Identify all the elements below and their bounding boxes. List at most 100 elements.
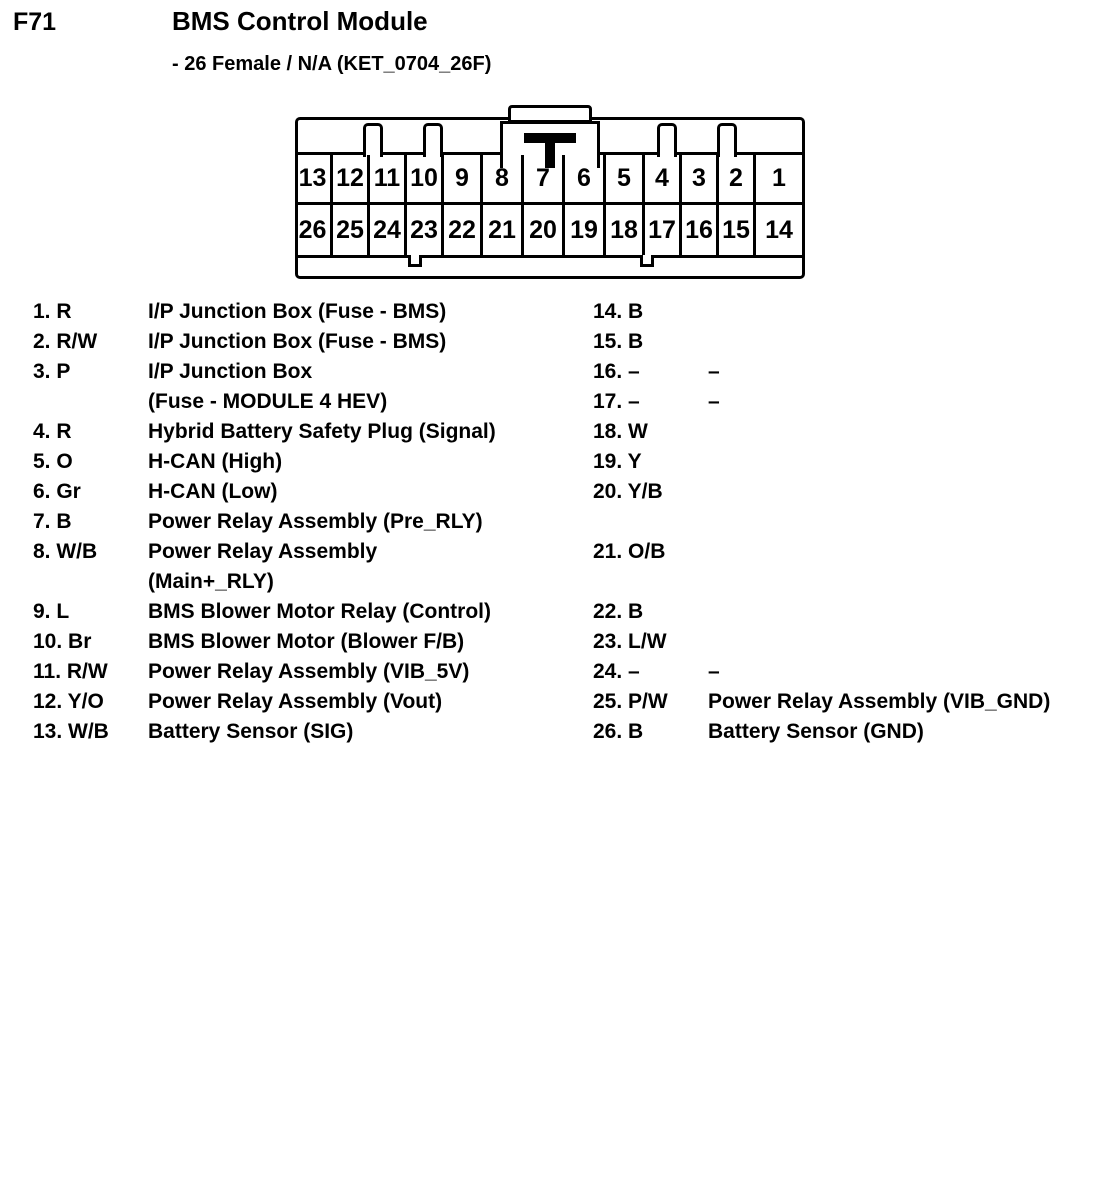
connector-pin-cell: 15: [722, 215, 750, 244]
connector-pin-grid: 13 26 12 25 11 24 10 23 9 22 8 21 7 20 6: [295, 155, 805, 255]
pin-description: H-CAN (Low): [148, 480, 278, 503]
pin-number: 18. W: [593, 420, 648, 443]
connector-column: 10 23: [407, 155, 444, 255]
pin-number: 20. Y/B: [593, 480, 663, 503]
connector-pin-cell: 2: [719, 155, 753, 205]
pin-number: 5. O: [33, 450, 73, 473]
connector-pin-cell: 23: [410, 215, 438, 244]
connector-pin-cell: 7: [524, 155, 562, 205]
pin-row-continuation: (Main+_RLY): [0, 570, 1098, 600]
pin-row: 16. – –: [0, 360, 1098, 390]
pin-row: 6. Gr H-CAN (Low): [0, 480, 1098, 510]
pin-row: 4. R Hybrid Battery Safety Plug (Signal): [0, 420, 1098, 450]
pin-description: –: [708, 660, 720, 683]
connector-column: 3 16: [682, 155, 719, 255]
pin-row: 20. Y/B: [0, 480, 1098, 510]
pin-number: 10. Br: [33, 630, 92, 653]
pin-description: Hybrid Battery Safety Plug (Signal): [148, 420, 496, 443]
pin-number: 8. W/B: [33, 540, 98, 563]
connector-column: 9 22: [444, 155, 483, 255]
pin-description: Power Relay Assembly (VIB_GND): [708, 690, 1051, 713]
connector-pin-cell: 10: [407, 155, 441, 205]
connector-column: 7 20: [524, 155, 565, 255]
connector-pin-cell: 13: [295, 155, 330, 205]
connector-pin-cell: 25: [336, 215, 364, 244]
pin-number: 22. B: [593, 600, 644, 623]
connector-pin-cell: 19: [570, 215, 598, 244]
connector-pin-cell: 9: [444, 155, 480, 205]
pin-number: 25. P/W: [593, 690, 668, 713]
pin-description: –: [708, 360, 720, 383]
connector-bottom-divider: [295, 255, 805, 258]
pin-row: 22. B: [0, 600, 1098, 630]
page-title: BMS Control Module: [172, 6, 428, 36]
pin-row: 8. W/B Power Relay Assembly: [0, 540, 1098, 570]
connector-pin-cell: 17: [648, 215, 676, 244]
pin-row-continuation: (Fuse - MODULE 4 HEV): [0, 390, 1098, 420]
pin-row: 3. P I/P Junction Box: [0, 360, 1098, 390]
pin-number: 12. Y/O: [33, 690, 104, 713]
connector-pin-cell: 14: [765, 215, 793, 244]
pin-description: (Main+_RLY): [148, 570, 274, 593]
connector-top-notch-3: [657, 123, 677, 157]
connector-column: 4 17: [645, 155, 682, 255]
connector-pin-cell: 26: [298, 215, 327, 244]
pin-number: 15. B: [593, 330, 644, 353]
pin-description: BMS Blower Motor (Blower F/B): [148, 630, 465, 653]
pin-number: 16. –: [593, 360, 640, 383]
connector-pin-cell: 20: [529, 215, 557, 244]
connector-column: 2 15: [719, 155, 756, 255]
pin-number: 1. R: [33, 300, 72, 323]
connector-top-notch-1: [363, 123, 383, 157]
connector-pin-cell: 16: [685, 215, 713, 244]
connector-column: 12 25: [333, 155, 370, 255]
connector-column: 11 24: [370, 155, 407, 255]
connector-pin-cell: 18: [610, 215, 638, 244]
connector-pin-cell: 1: [756, 155, 802, 205]
pin-description: Power Relay Assembly: [148, 540, 378, 563]
pin-row: 15. B: [0, 330, 1098, 360]
connector-bottom-notch-2: [640, 255, 654, 267]
pin-number: 4. R: [33, 420, 72, 443]
connector-pin-cell: 24: [373, 215, 401, 244]
pin-row: 5. O H-CAN (High): [0, 450, 1098, 480]
pin-row: 14. B: [0, 300, 1098, 330]
pin-description: (Fuse - MODULE 4 HEV): [148, 390, 388, 413]
pin-number: 7. B: [33, 510, 72, 533]
pin-number: 13. W/B: [33, 720, 109, 743]
pin-number: 6. Gr: [33, 480, 81, 503]
pin-description: –: [708, 390, 720, 413]
pin-row: 10. Br BMS Blower Motor (Blower F/B): [0, 630, 1098, 660]
pin-row: 23. L/W: [0, 630, 1098, 660]
connector-pin-cell: 4: [645, 155, 679, 205]
pin-description: Power Relay Assembly (Pre_RLY): [148, 510, 483, 533]
connector-subtitle: - 26 Female / N/A (KET_0704_26F): [172, 53, 492, 75]
connector-pin-cell: 11: [370, 155, 404, 205]
pin-description: Power Relay Assembly (VIB_5V): [148, 660, 470, 683]
connector-pin-cell: 6: [565, 155, 603, 205]
pin-number: 14. B: [593, 300, 644, 323]
pin-number: 26. B: [593, 720, 644, 743]
pin-description: H-CAN (High): [148, 450, 283, 473]
connector-diagram: 13 26 12 25 11 24 10 23 9 22 8 21 7 20 6: [295, 105, 805, 279]
connector-column: 5 18: [606, 155, 645, 255]
connector-pin-cell: 5: [606, 155, 642, 205]
pin-number: 24. –: [593, 660, 640, 683]
pin-row: 18. W: [0, 420, 1098, 450]
pin-number: 9. L: [33, 600, 70, 623]
pin-row: 7. B Power Relay Assembly (Pre_RLY): [0, 510, 1098, 540]
pin-row-spacer: [0, 570, 1098, 600]
pin-number: 17. –: [593, 390, 640, 413]
pin-row: 19. Y: [0, 450, 1098, 480]
connector-pin-cell: 12: [333, 155, 367, 205]
pin-row-spacer: [0, 510, 1098, 540]
pin-number: 3. P: [33, 360, 71, 383]
pin-description: I/P Junction Box: [148, 360, 313, 383]
